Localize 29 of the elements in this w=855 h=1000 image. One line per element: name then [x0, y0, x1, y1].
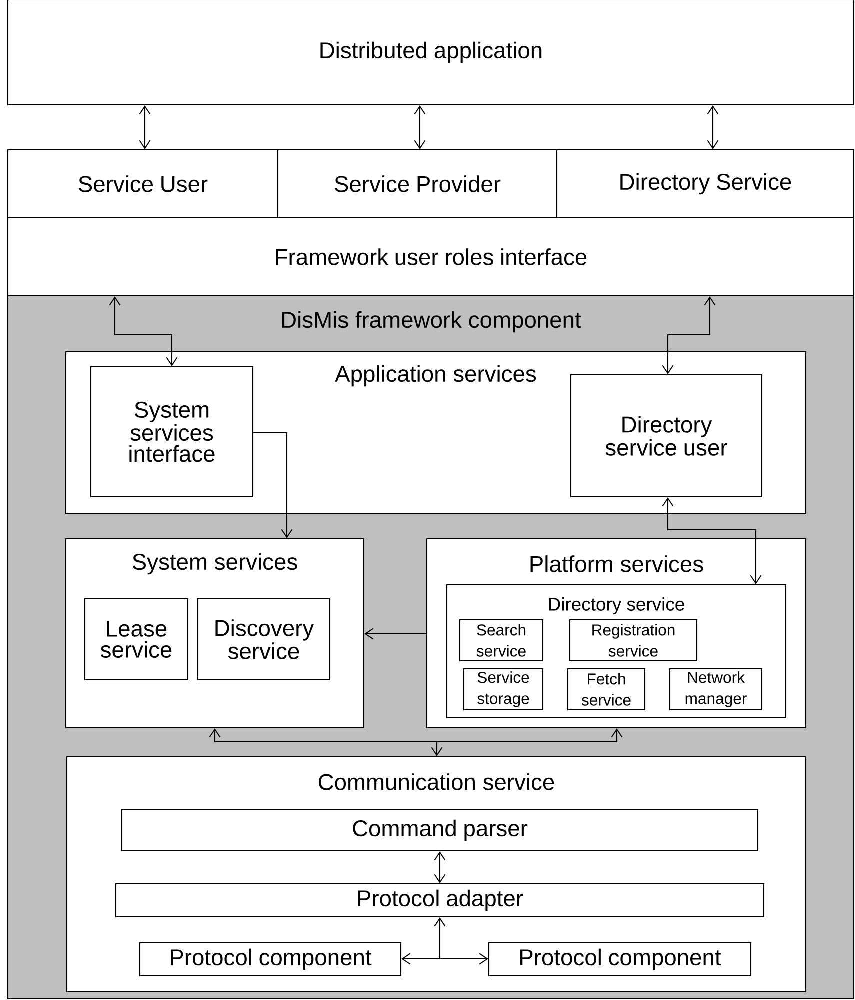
- component-box: Fetch service: [567, 668, 646, 711]
- role-box: Directory Service: [556, 149, 855, 219]
- role-box: Service Provider: [277, 149, 558, 219]
- arrow: [414, 106, 426, 150]
- component-box: System services interface: [90, 366, 254, 498]
- layer-box: Command parser: [121, 809, 759, 852]
- arrow: [254, 432, 293, 538]
- component-box: Search service: [459, 619, 544, 662]
- component-box: Registration service: [569, 619, 698, 662]
- role-box: Service User: [7, 149, 279, 219]
- component-box: Network manager: [669, 668, 763, 711]
- interface-band: Framework user roles interface: [7, 217, 855, 297]
- arrow: [402, 918, 488, 965]
- component-box: Lease service: [84, 598, 189, 681]
- component-box: Directory service user: [570, 374, 763, 498]
- component-box: Protocol component: [488, 942, 752, 977]
- component-box: Protocol component: [139, 942, 402, 977]
- component-box: Service storage: [463, 668, 544, 711]
- component-box: Discovery service: [197, 598, 331, 681]
- arrow: [209, 728, 623, 756]
- application-box: Distributed application: [7, 0, 855, 106]
- arrow: [434, 852, 446, 884]
- arrow: [109, 296, 178, 366]
- layer-box: Protocol adapter: [115, 883, 765, 918]
- arrow: [707, 106, 719, 150]
- arrow: [139, 106, 151, 150]
- arrow: [662, 296, 716, 374]
- arrow: [364, 628, 426, 640]
- arrow: [662, 498, 762, 584]
